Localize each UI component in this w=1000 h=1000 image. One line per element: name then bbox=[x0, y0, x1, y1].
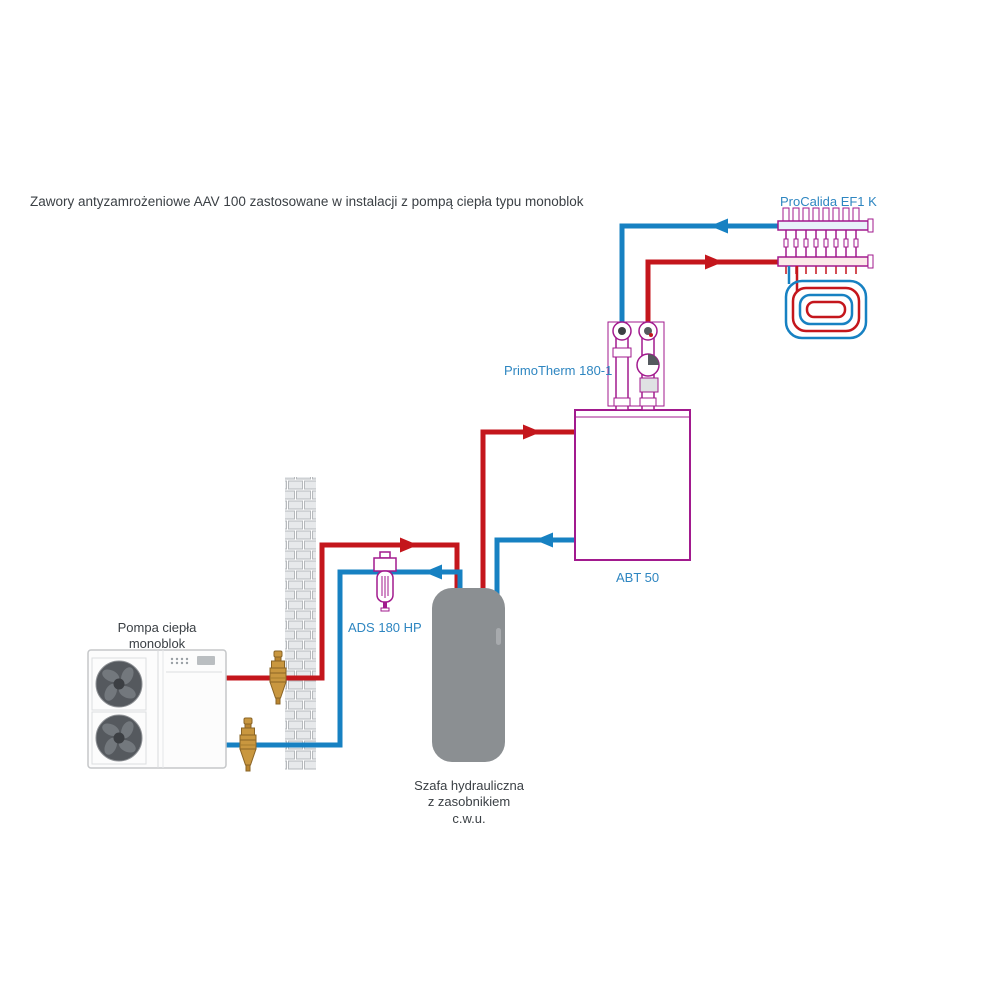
hot-pipe-heatpump-to-cabinet bbox=[226, 542, 460, 681]
floor-heating-coil bbox=[784, 266, 868, 340]
cold-pipe-cabinet-to-heatpump bbox=[226, 569, 463, 748]
flow-arrow-cold-2 bbox=[535, 532, 553, 548]
flow-arrow-hot-3 bbox=[705, 254, 723, 270]
flow-arrow-hot-2 bbox=[523, 424, 541, 440]
aav-valve-hot bbox=[269, 650, 287, 705]
label-primotherm: PrimoTherm 180-1 bbox=[504, 363, 613, 378]
label-heat-pump: Pompa ciepła monoblok bbox=[117, 620, 197, 652]
label-ads: ADS 180 HP bbox=[348, 620, 422, 635]
procalida-manifold bbox=[777, 207, 874, 274]
aav-valve-cold bbox=[239, 717, 257, 772]
hot-pipe-pumpgroup-to-manifold bbox=[645, 259, 778, 330]
brick-wall bbox=[285, 477, 316, 770]
flow-arrow-cold-1 bbox=[424, 564, 442, 580]
abt50-buffer bbox=[574, 409, 691, 561]
hydraulic-cabinet bbox=[432, 588, 505, 762]
flow-arrow-hot-1 bbox=[400, 537, 418, 553]
ads-filter bbox=[373, 551, 397, 612]
diagram-title: Zawory antyzamrożeniowe AAV 100 zastosow… bbox=[30, 194, 584, 209]
label-abt50: ABT 50 bbox=[616, 570, 660, 585]
flow-arrow-cold-3 bbox=[710, 218, 728, 234]
flow-arrows bbox=[400, 218, 728, 580]
cold-pipe-buffer-to-cabinet bbox=[494, 537, 575, 600]
label-cabinet: Szafa hydrauliczna z zasobnikiem c.w.u. bbox=[414, 778, 524, 826]
cold-pipe-manifold-to-pumpgroup bbox=[619, 223, 778, 330]
primotherm-pump-group bbox=[607, 321, 665, 411]
hot-pipe-cabinet-to-buffer bbox=[480, 429, 575, 600]
label-procalida: ProCalida EF1 K bbox=[780, 194, 877, 209]
heat-pump bbox=[87, 649, 227, 769]
